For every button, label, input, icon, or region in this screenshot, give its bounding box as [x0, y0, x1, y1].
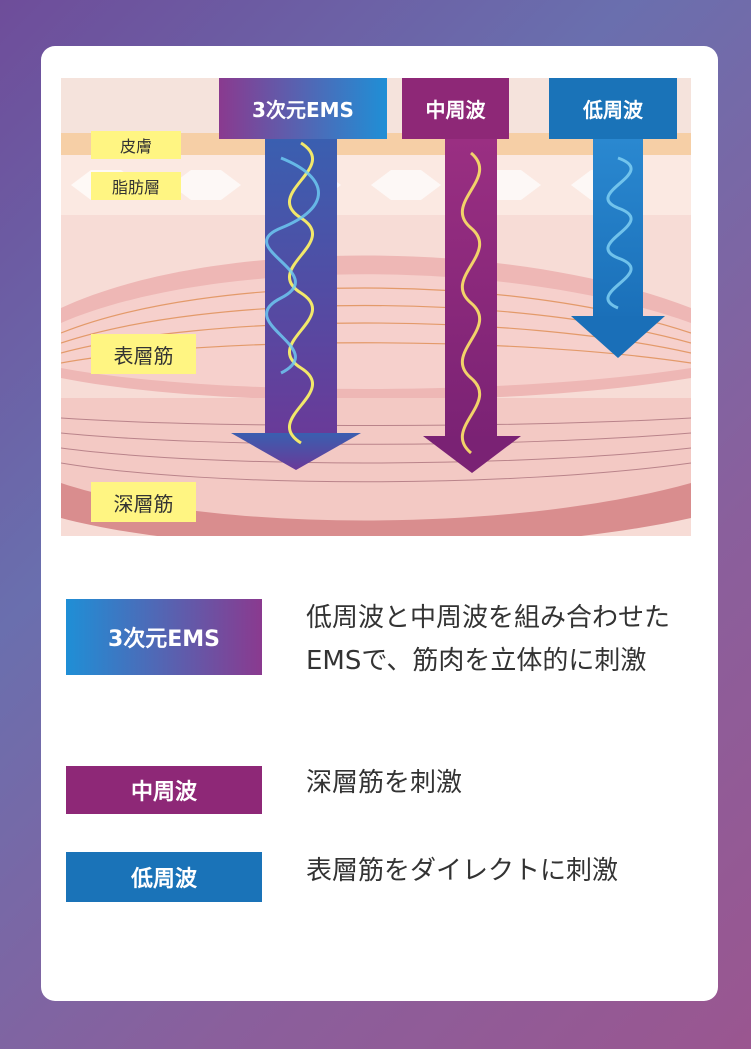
layer-diagram: 3次元EMS 中周波 低周波 皮膚 脂肪層 表層筋 深層筋 — [60, 78, 692, 548]
ems3d-arrow-label: 3次元EMS — [252, 98, 354, 122]
legend-low-text: 表層筋をダイレクトに刺激 — [306, 856, 619, 886]
ems3d-arrow — [219, 78, 387, 470]
legend-low-label: 低周波 — [66, 852, 262, 902]
fat-label: 脂肪層 — [91, 172, 181, 200]
mid-arrow-label: 中周波 — [425, 98, 486, 122]
skin-label: 皮膚 — [91, 131, 181, 159]
low-arrow — [549, 78, 677, 358]
low-arrow-label: 低周波 — [583, 98, 643, 122]
legend-mid-text: 深層筋を刺激 — [306, 768, 463, 798]
legend-ems3d-text: 低周波と中周波を組み合わせたEMSで、筋肉を立体的に刺激 — [306, 603, 671, 676]
mid-arrow — [402, 78, 521, 473]
legend-mid-label: 中周波 — [66, 766, 262, 814]
layer-illustration — [60, 78, 692, 548]
deep-muscle-label: 深層筋 — [91, 482, 196, 522]
info-card: 3次元EMS 中周波 低周波 皮膚 脂肪層 表層筋 深層筋 3次元EMS 低周波… — [41, 46, 718, 1001]
legend-ems3d-label: 3次元EMS — [66, 599, 262, 675]
surface-muscle-label: 表層筋 — [91, 334, 196, 374]
